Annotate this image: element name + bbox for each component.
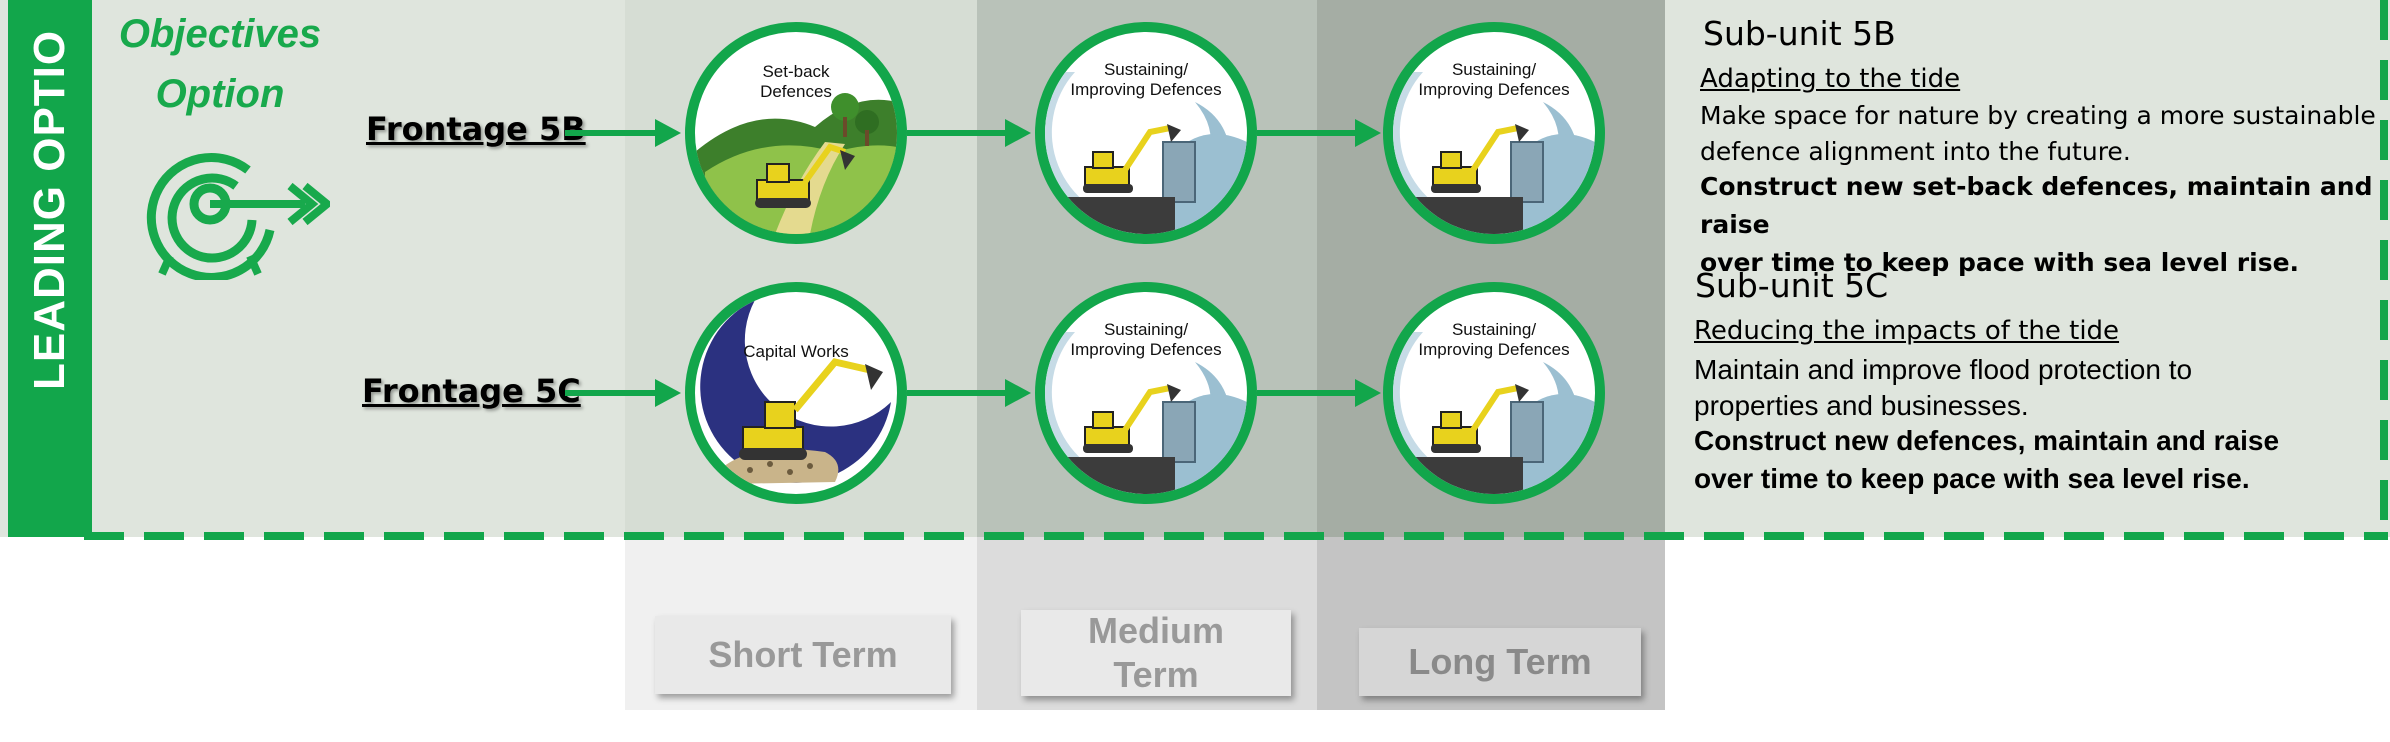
setback-defences-icon: Set-back Defences bbox=[685, 22, 907, 244]
circle-label: Sustaining/ Improving Defences bbox=[1418, 60, 1570, 99]
short-term-box: Short Term bbox=[655, 616, 951, 694]
arrow-head bbox=[1355, 379, 1381, 407]
sustaining-defences-icon: Sustaining/ Improving Defences bbox=[1035, 282, 1257, 504]
arrow-line bbox=[1257, 130, 1357, 136]
frontage-5c-label: Frontage 5C bbox=[362, 372, 581, 410]
subunit-5b-title: Sub-unit 5B bbox=[1703, 14, 1896, 53]
subunit-5b-body: Make space for nature by creating a more… bbox=[1700, 101, 2376, 166]
arrow-line bbox=[907, 390, 1007, 396]
arrow-line bbox=[565, 130, 657, 136]
target-arrow-icon bbox=[146, 152, 330, 280]
objectives-title-line2: Option bbox=[155, 72, 285, 116]
circle-label: Set-back Defences bbox=[760, 62, 832, 101]
objectives-title-line1: Objectives bbox=[118, 12, 322, 56]
arrow-head bbox=[1355, 119, 1381, 147]
leading-option-sidebar bbox=[8, 0, 92, 537]
subunit-5c-action: Construct new defences, maintain and rai… bbox=[1694, 425, 2280, 494]
arrow-head bbox=[655, 379, 681, 407]
subunit-5c-title: Sub-unit 5C bbox=[1695, 266, 1889, 305]
subunit-5b-heading: Adapting to the tide bbox=[1700, 64, 1961, 94]
medium-term-box: Medium Term bbox=[1021, 610, 1291, 696]
arrow-line bbox=[907, 130, 1007, 136]
objectives-title: Objectives Option bbox=[100, 4, 340, 124]
circle-label: Capital Works bbox=[743, 342, 849, 361]
leading-option-label: LEADING OPTIO bbox=[25, 29, 74, 390]
dashed-border bbox=[84, 0, 2388, 540]
sustaining-defences-icon: Sustaining/ Improving Defences bbox=[1383, 22, 1605, 244]
sustaining-defences-icon: Sustaining/ Improving Defences bbox=[1383, 282, 1605, 504]
arrow-head bbox=[1005, 119, 1031, 147]
arrow-head bbox=[655, 119, 681, 147]
arrow-line bbox=[565, 390, 657, 396]
capital-works-icon: Capital Works bbox=[685, 282, 907, 504]
frontage-5b-label: Frontage 5B bbox=[366, 110, 586, 148]
arrow-line bbox=[1257, 390, 1357, 396]
subunit-5b-action: Construct new set-back defences, maintai… bbox=[1700, 172, 2373, 277]
circle-label: Sustaining/ Improving Defences bbox=[1070, 60, 1222, 99]
long-term-box: Long Term bbox=[1359, 628, 1641, 696]
subunit-5c-body: Maintain and improve flood protection to… bbox=[1694, 354, 2193, 421]
sustaining-defences-icon: Sustaining/ Improving Defences bbox=[1035, 22, 1257, 244]
circle-label: Sustaining/ Improving Defences bbox=[1070, 320, 1222, 359]
arrow-head bbox=[1005, 379, 1031, 407]
circle-label: Sustaining/ Improving Defences bbox=[1418, 320, 1570, 359]
subunit-5c-heading: Reducing the impacts of the tide bbox=[1694, 316, 2120, 346]
